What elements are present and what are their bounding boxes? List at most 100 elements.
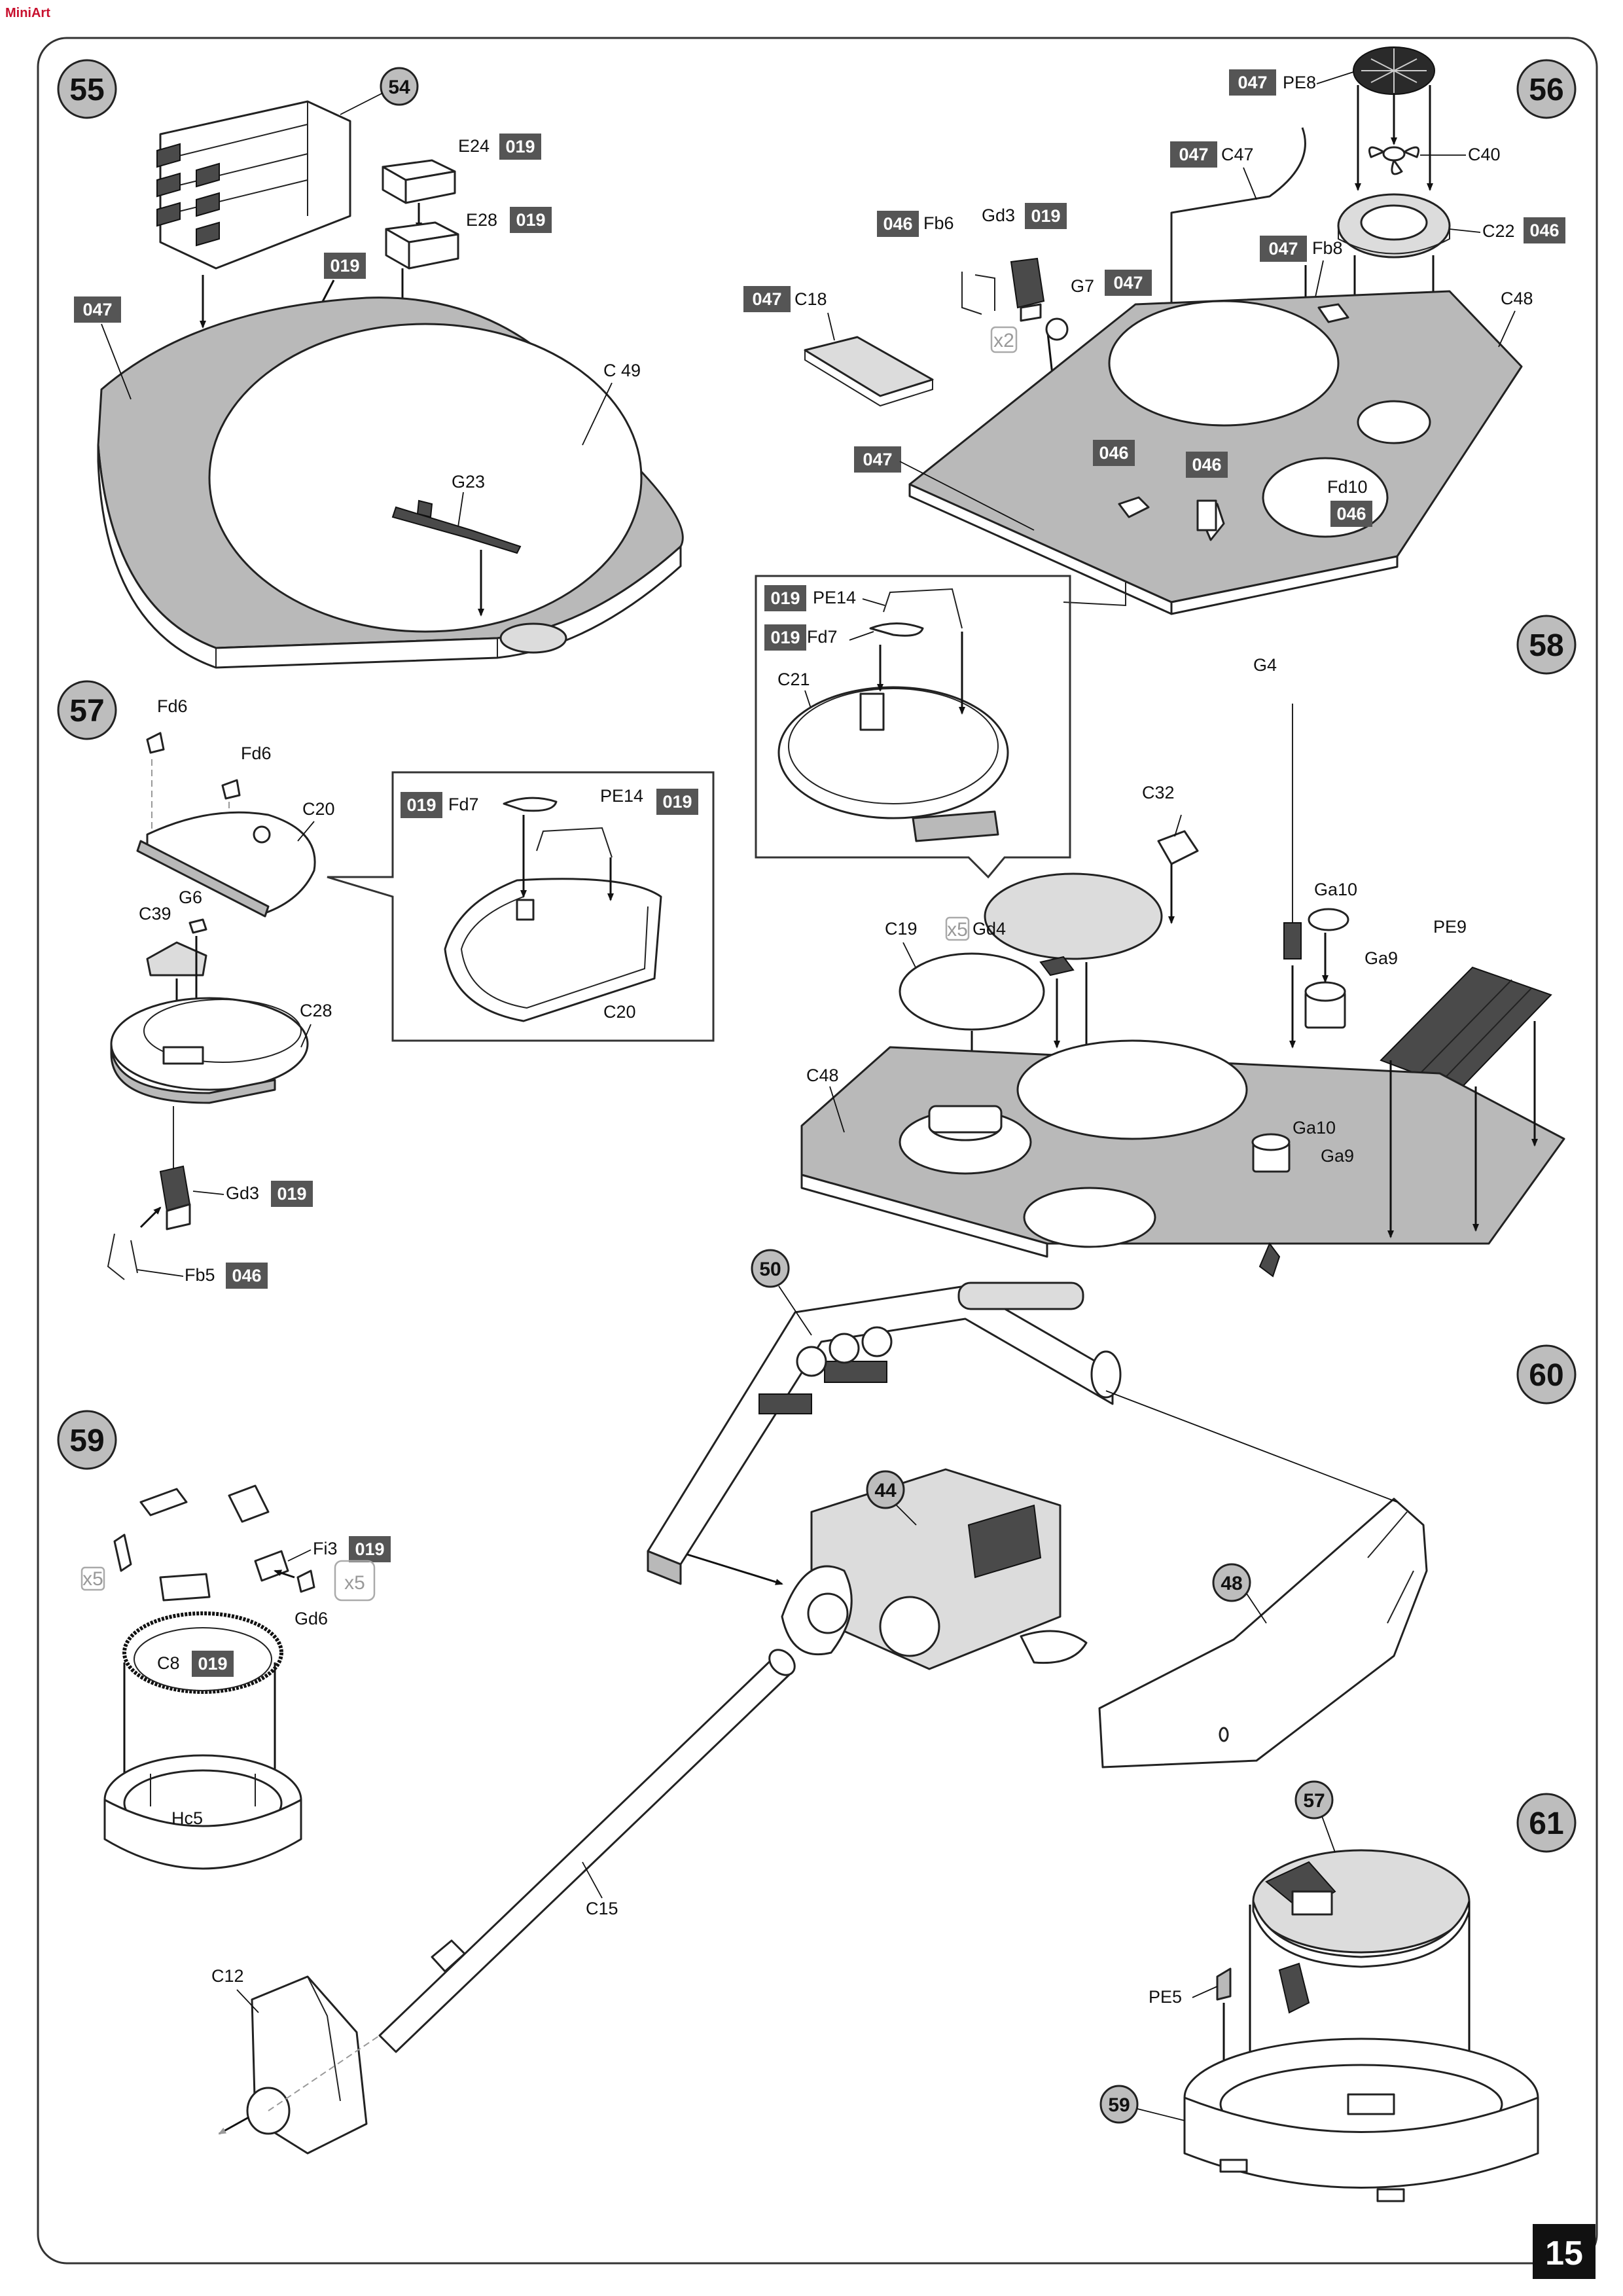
label-c19: C19 — [885, 919, 918, 939]
step-number: 59 — [69, 1424, 104, 1458]
label-ga9b: Ga9 — [1321, 1146, 1354, 1166]
label-c21: C21 — [777, 670, 810, 689]
part-hatch — [984, 872, 1163, 960]
step-number: 56 — [1529, 73, 1563, 107]
label-fb5: Fb5 — [185, 1265, 215, 1285]
part-fb6-gd3 — [961, 257, 1045, 322]
color-code: 019 — [770, 628, 800, 647]
step-57: 57 Fd6 Fd6 C20 G6 C39 C28 — [57, 680, 715, 1289]
color-code: 047 — [752, 289, 781, 309]
label-c20: C20 — [302, 799, 335, 819]
part-c28 — [110, 997, 309, 1104]
label-ga10b: Ga10 — [1293, 1118, 1336, 1138]
step-58: 58 G4 Ga10 Ga9 PE9 C32 C19 x5 Gd4 — [800, 615, 1577, 1278]
quantity-x5: x5 — [82, 1568, 103, 1590]
color-code: 019 — [516, 210, 545, 230]
label-c12: C12 — [211, 1966, 244, 1986]
label-g6: G6 — [179, 888, 202, 907]
step-number: 58 — [1529, 628, 1563, 663]
part-c40-fan — [1368, 146, 1420, 175]
brand-logo: MiniArt — [3, 3, 50, 22]
subassembly-ref-48 — [1212, 1563, 1251, 1602]
color-code: 019 — [505, 137, 535, 156]
step-number: 61 — [1529, 1806, 1563, 1841]
label-gd4: Gd4 — [972, 919, 1006, 939]
label-c32: C32 — [1142, 783, 1175, 802]
label-gd3: Gd3 — [982, 206, 1015, 225]
color-code: 019 — [770, 588, 800, 608]
roof-fittings — [1118, 303, 1349, 541]
part-c15-barrel — [378, 1649, 796, 2053]
label-ga10: Ga10 — [1314, 880, 1357, 899]
part-pe8-mesh — [1353, 46, 1435, 95]
svg-text:MiniArt: MiniArt — [5, 6, 50, 20]
part-e28 — [385, 221, 459, 270]
label-pe14: PE14 — [813, 588, 856, 607]
page-frame — [37, 37, 1598, 2265]
step-number: 57 — [69, 694, 104, 728]
svg-text:48: 48 — [1221, 1573, 1242, 1594]
color-code: 046 — [1192, 455, 1221, 475]
subassembly-48-front-plate — [1098, 1498, 1428, 1768]
step-55: 55 54 E24 019 — [57, 59, 684, 669]
step-number: 55 — [69, 73, 104, 107]
svg-text:44: 44 — [874, 1480, 897, 1501]
color-code: 019 — [355, 1539, 384, 1559]
color-code: 047 — [1238, 73, 1267, 92]
label-c48: C48 — [1501, 289, 1533, 308]
color-code: 046 — [1336, 504, 1366, 524]
step-number-badge — [1516, 615, 1577, 675]
subassembly-57-hatch — [1252, 1849, 1471, 2014]
subassembly-50-turret-shell — [647, 1282, 1122, 1585]
step-number-badge — [1516, 1793, 1577, 1853]
label-c48: C48 — [806, 1066, 839, 1085]
ammo-rack — [156, 100, 351, 329]
label-fd10: Fd10 — [1327, 477, 1368, 497]
svg-text:54: 54 — [388, 77, 410, 98]
color-code: 046 — [232, 1266, 261, 1285]
page-number: 15 — [1545, 2234, 1583, 2272]
step-56: 56 047 PE8 C40 C22 046 — [743, 46, 1577, 615]
label-fb6: Fb6 — [923, 213, 954, 233]
color-code: 019 — [406, 795, 436, 815]
step-60: 60 50 44 — [211, 1249, 1577, 2155]
color-code: 047 — [1179, 145, 1208, 164]
label-c18: C18 — [794, 289, 827, 309]
color-code: 019 — [198, 1654, 227, 1674]
part-c22-ring — [1337, 193, 1451, 259]
step-number-badge — [57, 680, 117, 740]
label-gd3: Gd3 — [226, 1183, 259, 1203]
part-e24 — [382, 159, 456, 204]
part-fi3-pads — [113, 1484, 289, 1602]
part-c21-hatch — [777, 686, 1009, 842]
color-code: 047 — [82, 300, 112, 319]
label-fd7: Fd7 — [448, 795, 479, 814]
part-fb5 — [107, 1233, 138, 1280]
label-fb8: Fb8 — [1312, 238, 1343, 258]
label-e28: E28 — [466, 210, 497, 230]
part-c20-inset — [444, 878, 662, 1022]
quantity-x2: x2 — [993, 330, 1014, 351]
part-gd3-57 — [159, 1165, 191, 1230]
subassembly-59-base — [1183, 2037, 1539, 2202]
subassembly-ref-44 — [866, 1470, 905, 1509]
label-e24: E24 — [458, 136, 490, 156]
label-pe8: PE8 — [1283, 73, 1316, 92]
step-58-detail-inset: 019 PE14 019 Fd7 C21 — [755, 575, 1071, 879]
subassembly-ref-50 — [751, 1249, 790, 1288]
part-g23 — [391, 499, 522, 554]
svg-text:57: 57 — [1303, 1790, 1325, 1812]
label-c22: C22 — [1482, 221, 1515, 241]
part-c12-muzzle — [246, 1975, 368, 2155]
part-c49-turret-floor — [97, 296, 684, 669]
svg-text:50: 50 — [759, 1259, 781, 1280]
color-code: 047 — [1268, 239, 1298, 259]
label-c15: C15 — [586, 1899, 618, 1918]
label-c40: C40 — [1468, 145, 1501, 164]
svg-text:59: 59 — [1108, 2094, 1130, 2116]
label-fd7: Fd7 — [807, 627, 838, 647]
part-hc5-base — [103, 1754, 302, 1870]
label-c8: C8 — [157, 1653, 180, 1673]
color-code: 019 — [277, 1184, 306, 1204]
